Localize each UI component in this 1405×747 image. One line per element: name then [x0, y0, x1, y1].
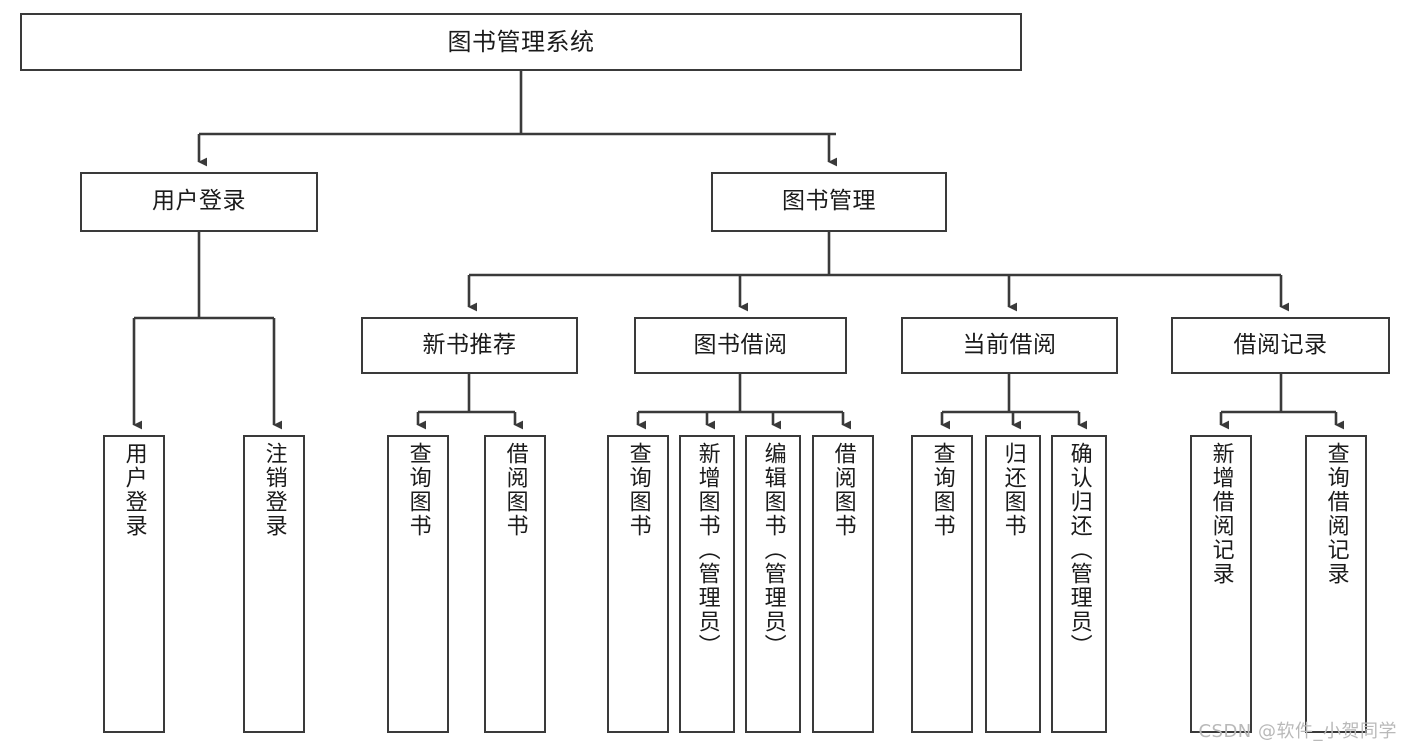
- node-leaf-3[interactable]: 借阅图书: [484, 435, 546, 733]
- node-leaf-8-label: 查询图书: [929, 442, 955, 538]
- node-leaf-4-label: 查询图书: [625, 442, 651, 538]
- node-level2-1[interactable]: 图书管理: [711, 172, 947, 232]
- node-level2-0-label: 用户登录: [152, 188, 246, 215]
- node-leaf-3-label: 借阅图书: [502, 442, 528, 538]
- node-leaf-2[interactable]: 查询图书: [387, 435, 449, 733]
- node-level3-3-label: 借阅记录: [1233, 331, 1328, 358]
- node-leaf-4[interactable]: 查询图书: [607, 435, 669, 733]
- node-level3-2[interactable]: 当前借阅: [901, 317, 1118, 374]
- node-leaf-9[interactable]: 归还图书: [985, 435, 1041, 733]
- node-leaf-12[interactable]: 查询借阅记录: [1305, 435, 1367, 733]
- node-root-label: 图书管理系统: [447, 27, 595, 56]
- node-level2-0[interactable]: 用户登录: [80, 172, 318, 232]
- node-leaf-6-label: 编辑图书（管理员）: [760, 442, 786, 658]
- watermark: CSDN @软件_小贺同学: [1198, 721, 1397, 742]
- node-leaf-10-label: 确认归还（管理员）: [1066, 442, 1092, 658]
- node-leaf-0-label: 用户登录: [121, 442, 147, 538]
- node-level2-1-label: 图书管理: [782, 188, 876, 215]
- node-leaf-8[interactable]: 查询图书: [911, 435, 973, 733]
- node-level3-3[interactable]: 借阅记录: [1171, 317, 1390, 374]
- node-leaf-5-label: 新增图书（管理员）: [694, 442, 720, 658]
- node-leaf-7-label: 借阅图书: [830, 442, 856, 538]
- node-level3-0[interactable]: 新书推荐: [361, 317, 578, 374]
- node-leaf-11[interactable]: 新增借阅记录: [1190, 435, 1252, 733]
- node-leaf-11-label: 新增借阅记录: [1208, 442, 1234, 586]
- node-leaf-12-label: 查询借阅记录: [1323, 442, 1349, 586]
- node-level3-0-label: 新书推荐: [422, 331, 517, 358]
- node-leaf-2-label: 查询图书: [405, 442, 431, 538]
- node-leaf-7[interactable]: 借阅图书: [812, 435, 874, 733]
- node-leaf-5[interactable]: 新增图书（管理员）: [679, 435, 735, 733]
- node-leaf-1-label: 注销登录: [261, 442, 287, 538]
- node-level3-1-label: 图书借阅: [693, 331, 788, 358]
- node-root[interactable]: 图书管理系统: [20, 13, 1022, 71]
- node-level3-2-label: 当前借阅: [962, 331, 1057, 358]
- node-leaf-10[interactable]: 确认归还（管理员）: [1051, 435, 1107, 733]
- node-level3-1[interactable]: 图书借阅: [634, 317, 847, 374]
- node-leaf-0[interactable]: 用户登录: [103, 435, 165, 733]
- node-leaf-9-label: 归还图书: [1000, 442, 1026, 538]
- node-leaf-1[interactable]: 注销登录: [243, 435, 305, 733]
- node-leaf-6[interactable]: 编辑图书（管理员）: [745, 435, 801, 733]
